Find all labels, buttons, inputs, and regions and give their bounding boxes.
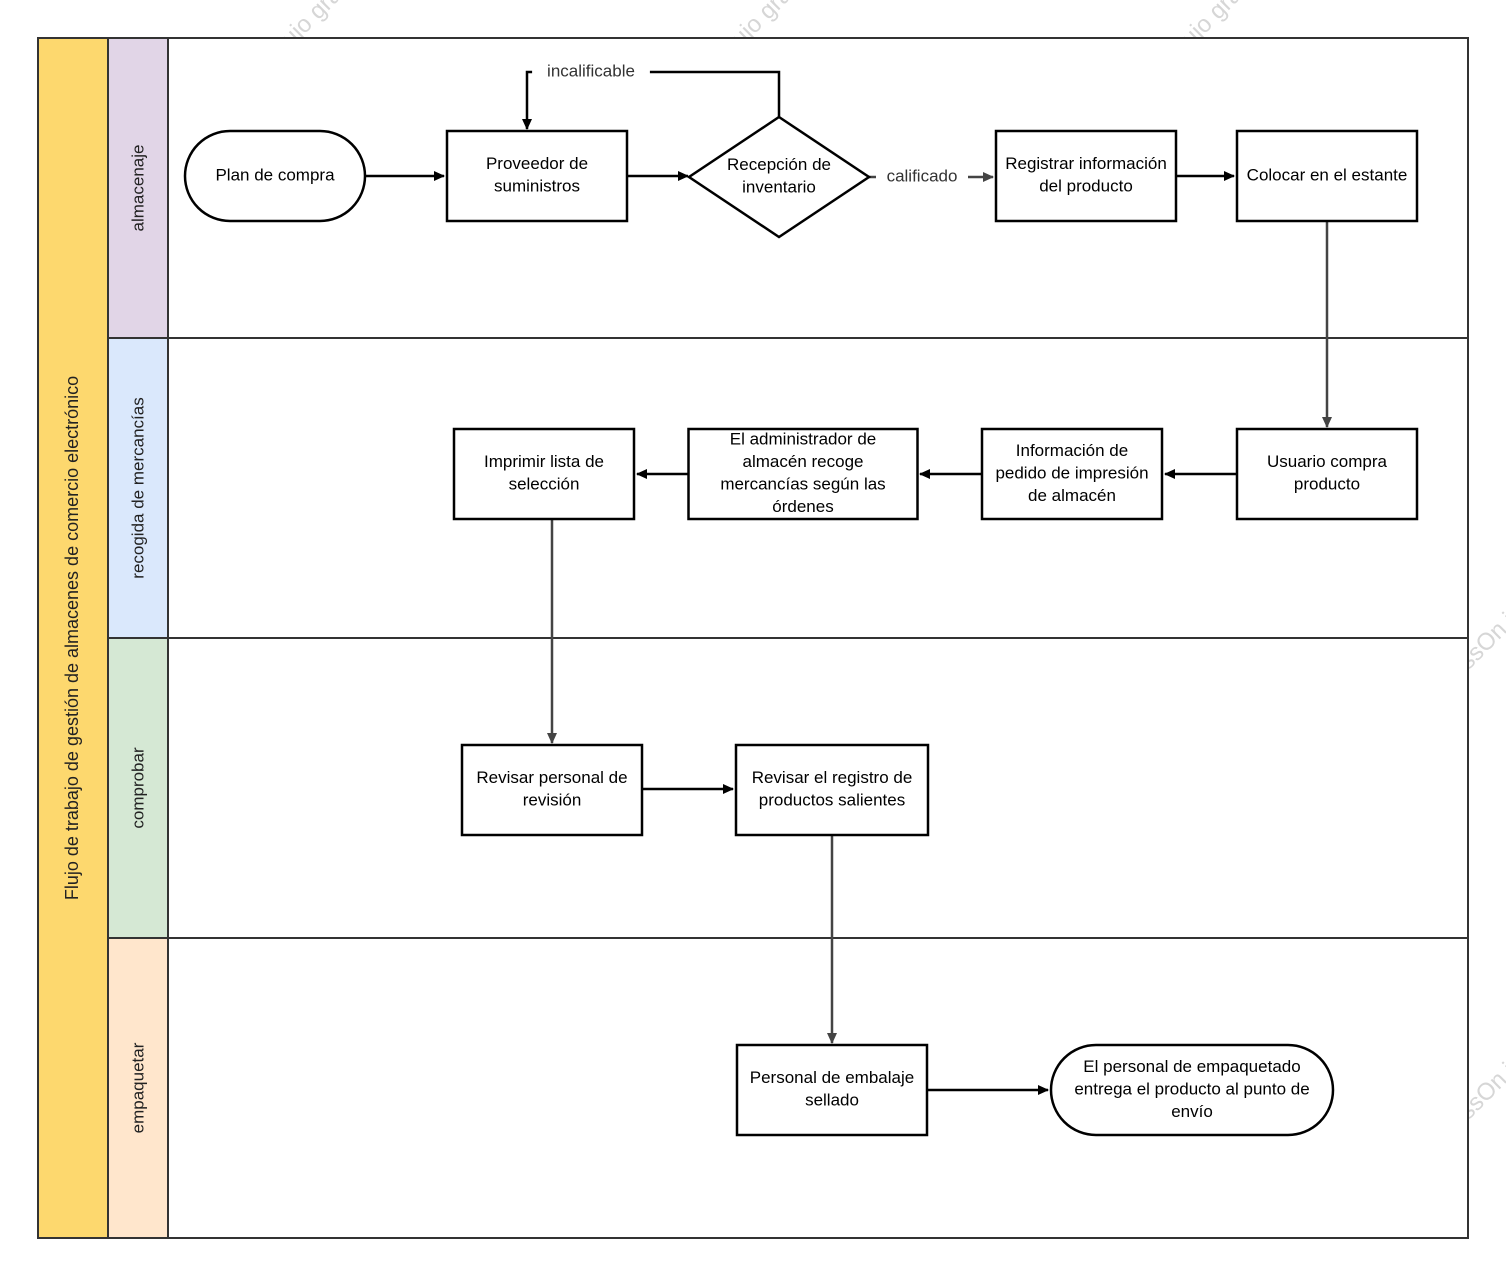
lane-header-comprobar	[107, 637, 169, 939]
node-embalaje[interactable]: Personal de embalaje sellado	[735, 1043, 929, 1137]
edge-label: calificado	[887, 166, 958, 185]
node-registrar[interactable]: Registrar información del producto	[994, 129, 1178, 223]
node-colocar[interactable]: Colocar en el estante	[1235, 129, 1419, 223]
lane-header-recogida	[107, 337, 169, 639]
node-revisar_registro[interactable]: Revisar el registro de productos saliente…	[734, 743, 930, 837]
node-label-line: mercancías según las	[720, 475, 885, 494]
node-entrega[interactable]: El personal de empaquetado entrega el pro…	[1049, 1043, 1335, 1137]
process-shape	[445, 129, 629, 223]
lane-label-empaquetar: empaquetar	[128, 1042, 147, 1133]
node-label-line: Registrar información	[1005, 154, 1167, 173]
node-label-line: Personal de embalaje	[750, 1068, 914, 1087]
node-label-line: Revisar personal de	[476, 768, 627, 787]
node-revisar_personal[interactable]: Revisar personal de revisión	[460, 743, 644, 837]
node-label-line: de almacén	[1028, 486, 1116, 505]
node-label-line: entrega el producto al punto de	[1074, 1079, 1309, 1098]
edges: incalificable calificado	[365, 61, 1332, 1095]
node-label-line: Plan de compra	[215, 165, 335, 184]
node-label-line: producto	[1294, 475, 1360, 494]
lane-label-almacenaje: almacenaje	[128, 145, 147, 232]
node-imprimir[interactable]: Imprimir lista de selección	[452, 427, 636, 521]
process-shape	[735, 1043, 929, 1137]
node-label-line: Proveedor de	[486, 154, 588, 173]
terminal-shape	[183, 129, 367, 223]
node-label-line: El administrador de	[730, 430, 876, 449]
node-proveedor[interactable]: Proveedor de suministros	[445, 129, 629, 223]
lane-label-comprobar: comprobar	[128, 747, 147, 829]
node-label-line: Revisar el registro de	[752, 768, 913, 787]
node-label-line: almacén recoge	[743, 452, 864, 471]
node-label-line: Imprimir lista de	[484, 452, 604, 471]
edge-label-bg	[876, 166, 968, 188]
node-label-line: órdenes	[772, 497, 833, 516]
edge-recepcion-to-proveedor: incalificable	[522, 61, 781, 130]
node-label-line: sellado	[805, 1091, 859, 1110]
node-informacion[interactable]: Información de pedido de impresión de alma…	[980, 427, 1164, 521]
node-label-line: El personal de empaquetado	[1083, 1057, 1300, 1076]
node-label-line: Colocar en el estante	[1247, 165, 1408, 184]
lane-label-recogida: recogida de mercancías	[128, 397, 147, 578]
node-usuario[interactable]: Usuario compra producto	[1235, 427, 1419, 521]
terminal-shape	[1049, 1043, 1335, 1137]
node-recepcion[interactable]: Recepción de inventario	[686, 115, 872, 239]
pool-title: Flujo de trabajo de gestión de almacenes…	[62, 376, 82, 900]
decision-shape	[686, 115, 872, 239]
lanes: almacenaje recogida de mercancías comproba…	[107, 37, 1469, 1239]
process-shape	[460, 743, 644, 837]
process-shape	[734, 743, 930, 837]
lane-header-almacenaje	[107, 37, 169, 339]
lane-header-empaquetar	[107, 937, 169, 1239]
connector-line	[522, 70, 781, 130]
node-label-line: suministros	[494, 177, 580, 196]
node-label-line: inventario	[742, 178, 816, 197]
node-label-line: envío	[1171, 1102, 1213, 1121]
node-label-line: revisión	[523, 791, 582, 810]
node-label-line: pedido de impresión	[995, 463, 1148, 482]
process-shape	[980, 427, 1164, 521]
process-shape	[994, 129, 1178, 223]
node-label-line: Información de	[1016, 441, 1128, 460]
edge-recepcion-to-registrar: calificado	[869, 166, 994, 188]
node-label-line: productos salientes	[759, 791, 905, 810]
process-shape	[687, 427, 919, 521]
node-label-line: selección	[509, 475, 580, 494]
edge-label-bg	[532, 61, 650, 83]
node-label-line: del producto	[1039, 177, 1133, 196]
process-shape	[1235, 427, 1419, 521]
edge-label: incalificable	[547, 61, 635, 80]
process-shape	[452, 427, 636, 521]
node-plan[interactable]: Plan de compra	[183, 129, 367, 223]
nodes: Plan de compra Proveedor de suministros Rec…	[183, 115, 1419, 1137]
node-administrador[interactable]: El administrador de almacén recoge mercanc…	[687, 427, 919, 521]
node-label-line: Recepción de	[727, 155, 831, 174]
node-label-line: Usuario compra	[1267, 452, 1388, 471]
process-shape	[1235, 129, 1419, 223]
